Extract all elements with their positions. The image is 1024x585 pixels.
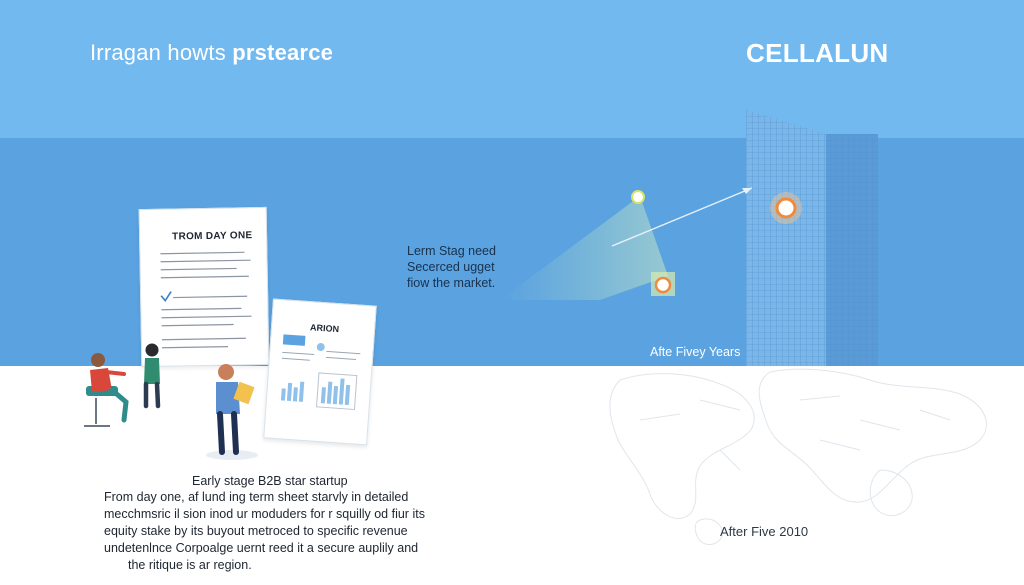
brand-logo: CELLALUN [746,38,889,68]
page-headline: Irragan howts prstearce [90,40,333,66]
headline-light: Irragan howts [90,40,233,65]
callout-line: Lerm Stag need [407,244,496,258]
skyscraper-tower [746,110,878,366]
term-sheet-lines [160,251,252,349]
report-charts [280,334,361,411]
checkmark-icon [160,291,172,303]
callout-line: Secerced ugget [407,260,495,274]
person-standing-green [143,343,161,409]
beam-source-marker [631,190,645,204]
pointer-arrow-line [611,187,753,247]
caption-line: undetenlnce Corpoalge uernt reed it a se… [104,541,419,555]
caption-title: Early stage B2B star startup [192,474,348,488]
report-document: ARION [263,298,377,446]
callout-text: Lerm Stag need Secerced ugget fiow the m… [407,243,496,291]
after-years-label: Afte Fivey Years [650,345,741,359]
callout-line: fiow the market. [407,276,496,290]
caption-line: the ritique is ar region. [128,558,252,572]
term-sheet-document: TRОМ DAY ONE [138,206,270,368]
target-marker-tower [775,197,797,219]
person-seated [84,353,129,427]
sky-band [0,0,1024,138]
headline-bold: prstearce [232,40,334,65]
light-beam [500,196,668,300]
arrow-head-icon [742,188,752,194]
after-date-label: After Five 2010 [720,524,809,539]
caption-body: From day one, af lund ing term sheet sta… [104,489,425,574]
caption-line: mecchmsric il sion inod ur moduders for … [104,507,425,521]
caption-line: From day one, af lund ing term sheet sta… [104,490,409,504]
target-marker-lower [654,276,672,294]
person-with-folder [206,364,258,460]
folder-icon [233,381,255,405]
caption-line: equity stake by its buyout metroced to s… [104,524,408,538]
ground-area [0,366,1024,585]
